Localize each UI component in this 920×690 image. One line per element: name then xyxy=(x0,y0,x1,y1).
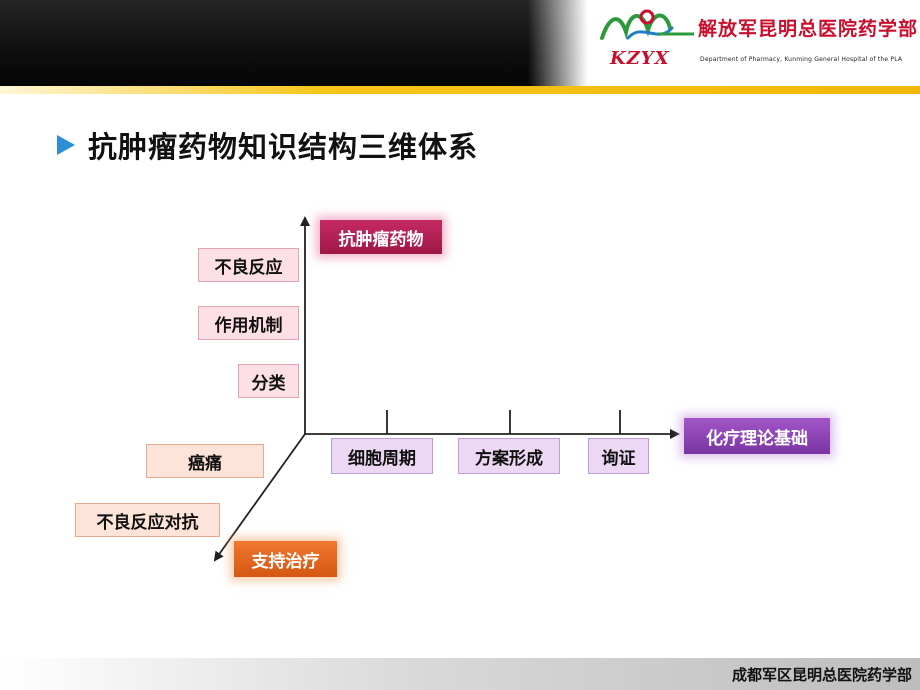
footer-bar xyxy=(0,658,920,690)
z-axis-item-label: 癌痛 xyxy=(146,444,264,478)
logo-subtitle: Department of Pharmacy, Kunming General … xyxy=(700,56,903,63)
footer-text: 成都军区昆明总医院药学部 xyxy=(731,666,912,684)
z-axis-head-label: 支持治疗 xyxy=(234,541,337,577)
y-axis-item-label: 分类 xyxy=(238,364,299,398)
header-accent-line xyxy=(0,86,920,94)
logo: KZYX 解放军昆明总医院药学部 Department of Pharmacy,… xyxy=(528,0,920,86)
y-axis-head-label: 抗肿瘤药物 xyxy=(320,220,442,254)
x-axis-item-label: 方案形成 xyxy=(458,438,560,474)
hospital-logo-icon xyxy=(600,9,694,40)
y-axis-item-label: 不良反应 xyxy=(198,248,299,282)
slide-title: 抗肿瘤药物知识结构三维体系 xyxy=(88,130,479,164)
logo-title: 解放军昆明总医院药学部 xyxy=(698,18,919,40)
x-axis-head-label: 化疗理论基础 xyxy=(684,418,830,454)
z-axis-item-label: 不良反应对抗 xyxy=(75,503,220,537)
logo-abbr: KZYX xyxy=(610,48,670,69)
z-axis-line xyxy=(213,433,306,562)
x-axis-item-label: 询证 xyxy=(588,438,649,474)
y-axis-item-label: 作用机制 xyxy=(198,306,299,340)
x-axis-item-label: 细胞周期 xyxy=(331,438,433,474)
title-bullet-icon xyxy=(57,135,75,155)
